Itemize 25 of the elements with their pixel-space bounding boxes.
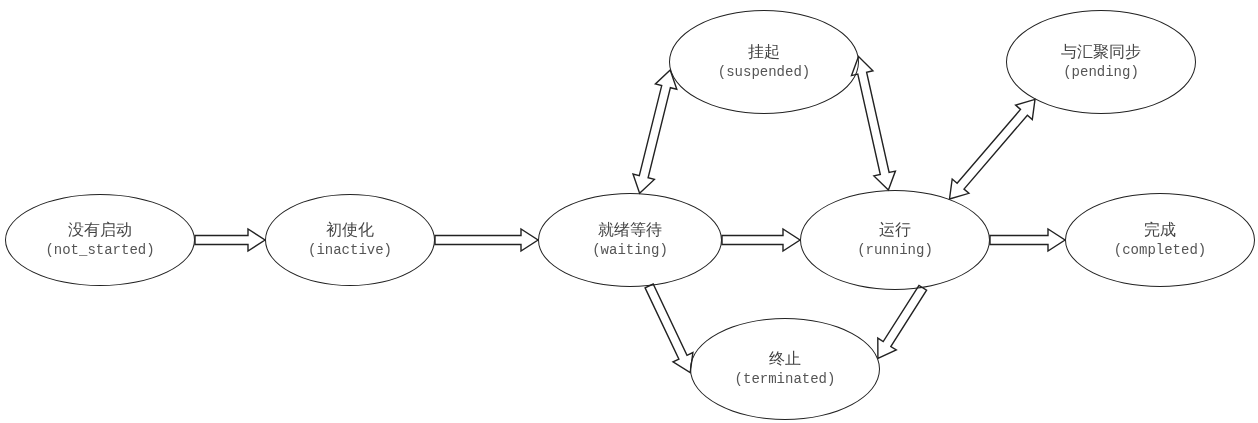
state-name: 初使化 <box>326 220 374 240</box>
block-arrow <box>434 227 540 253</box>
state-id: (running) <box>857 241 933 260</box>
state-id: (terminated) <box>734 370 836 389</box>
state-name: 终止 <box>769 349 801 369</box>
block-arrow <box>194 227 267 253</box>
state-name: 运行 <box>879 220 911 240</box>
block-arrow <box>877 284 928 360</box>
state-name: 与汇聚同步 <box>1061 42 1141 62</box>
block-arrow <box>989 227 1067 253</box>
block-arrow <box>721 227 802 253</box>
state-id: (suspended) <box>717 63 811 82</box>
state-name: 完成 <box>1144 220 1176 240</box>
block-arrow <box>644 283 694 374</box>
state-name: 挂起 <box>748 42 780 62</box>
state-id: (completed) <box>1113 241 1207 260</box>
state-id: (inactive) <box>308 241 392 260</box>
state-id: (not_started) <box>45 241 155 260</box>
block-arrow <box>948 98 1036 200</box>
block-arrow <box>631 68 678 195</box>
block-arrow <box>850 55 897 192</box>
state-id: (pending) <box>1063 63 1139 82</box>
state-name: 没有启动 <box>68 220 132 240</box>
state-name: 就绪等待 <box>598 220 662 240</box>
state-id: (waiting) <box>592 241 668 260</box>
